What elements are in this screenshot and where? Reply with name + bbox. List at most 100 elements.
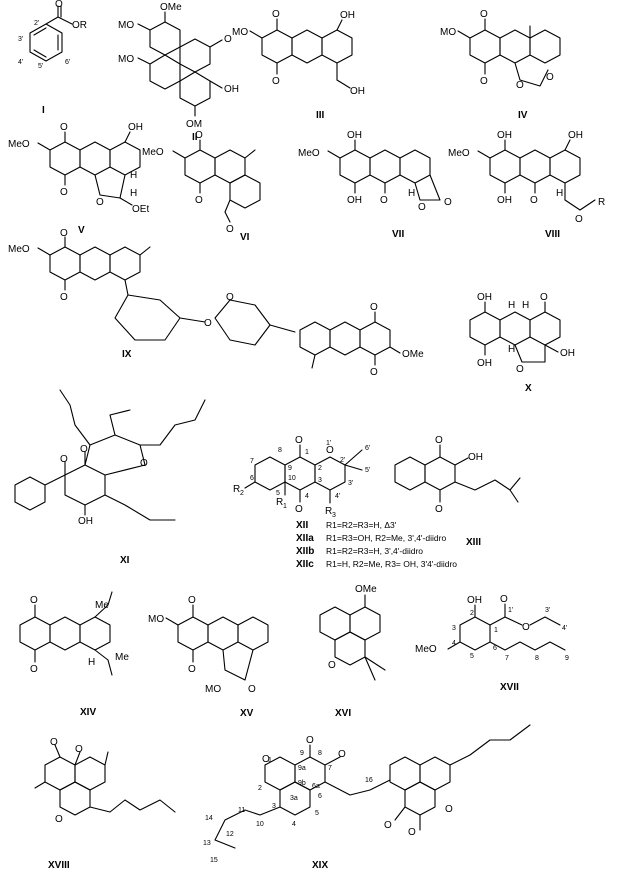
carbonyl-o: O [60, 228, 68, 239]
locant: 4 [292, 821, 296, 828]
carbonyl-o: O [60, 122, 68, 133]
compound-label: XI [120, 555, 130, 566]
compound-X: OH H H O OH O OH H X [469, 292, 575, 394]
compound-VII: OH MeO OH O H O O VII [298, 130, 452, 240]
locant: 3 [272, 803, 276, 810]
carbonyl-o: O [188, 664, 196, 675]
ring-o: O [226, 292, 234, 303]
compound-VI: O O MeO O VI [142, 130, 261, 243]
locant: 6' [365, 445, 370, 452]
locant: 13 [203, 840, 211, 847]
locant: 12 [226, 831, 234, 838]
compound-XV: O O MO MO O XV [148, 595, 269, 719]
carbonyl-o: O [60, 292, 68, 303]
compound-II: OMe MO MO O OH OM II [118, 2, 239, 143]
locant: 3 [318, 477, 322, 484]
carbonyl-o: O [444, 197, 452, 208]
locant: 8 [318, 750, 322, 757]
oet-group: OEt [132, 204, 149, 215]
ring-o: O [328, 660, 336, 671]
locant: 9a [298, 765, 306, 772]
compound-XIII: O O OH XIII [394, 435, 521, 548]
carbonyl-o: O [380, 195, 388, 206]
locant: 4' [18, 59, 23, 66]
carbonyl-o: O [272, 76, 280, 87]
compound-label: VIII [545, 229, 560, 240]
compound-label: VI [240, 232, 250, 243]
locant: 3' [545, 607, 550, 614]
carbonyl-o: O [384, 820, 392, 831]
locant: 11 [238, 807, 245, 814]
meo-group: MeO [298, 148, 320, 159]
compound-label: V [78, 225, 85, 236]
carbonyl-o: O [370, 367, 378, 378]
h-atom: H [130, 170, 137, 181]
ring-o: O [546, 72, 554, 83]
meo-group: MeO [448, 148, 470, 159]
compound-XVIII: O O O XVIII [34, 737, 176, 871]
ring-o: O [418, 202, 426, 213]
locant: 7 [505, 655, 509, 662]
carbonyl-o: O [500, 594, 508, 605]
h-atom: H [130, 188, 137, 199]
locant: 9b [298, 780, 306, 787]
compound-label: I [42, 105, 45, 116]
ring-o: O [96, 197, 104, 208]
locant: 10 [256, 821, 264, 828]
compound-XVI: OMe O XVI [319, 584, 386, 719]
locant: 1' [326, 440, 331, 447]
compound-label: XVIII [48, 860, 70, 871]
ring-o: O [55, 814, 63, 825]
h-atom: H [508, 344, 515, 355]
legend-text: R1=R3=OH, R2=Me, 3',4'-diidro [326, 533, 446, 543]
carbonyl-o: O [480, 9, 488, 20]
oh-group: OH [568, 130, 583, 141]
compound-label: XV [240, 708, 254, 719]
compound-label: XIX [312, 860, 328, 871]
meo-group: MeO [415, 644, 437, 655]
oh-group: OH [477, 358, 492, 369]
locant: 7 [328, 765, 332, 772]
carbonyl-o: O [60, 187, 68, 198]
om-group: OM [186, 119, 202, 130]
compound-label: IX [122, 349, 132, 360]
carbonyl-o: O [195, 195, 203, 206]
mo-group: MO [118, 20, 134, 31]
compound-label: VII [392, 229, 404, 240]
oh-group: OH [467, 595, 482, 606]
locant: 5' [365, 467, 370, 474]
locant: 1' [508, 607, 513, 614]
r3-subscript: 3 [332, 512, 336, 519]
compound-label: XIII [466, 537, 481, 548]
carbonyl-o: O [530, 195, 538, 206]
compound-label: XVII [500, 682, 519, 693]
oh-group: OH [340, 10, 355, 21]
carbonyl-o: O [195, 130, 203, 141]
locant: 9 [300, 750, 304, 757]
compound-XVII: OH O O MeO 1' 3' 4' 1 2 3 4 5 6 7 8 9 XV… [415, 594, 569, 693]
carbonyl-o: O [540, 292, 548, 303]
ring-o: O [326, 445, 334, 456]
compound-XII: O O O 1' 2' 6' 5' 3' 4' 8 7 6 5 10 9 1 2… [233, 435, 370, 519]
locant: 1 [494, 627, 498, 634]
ring-o: O [516, 364, 524, 375]
carbonyl-o: O [224, 34, 232, 45]
legend-label: XIIb [296, 546, 314, 557]
locant: 10 [288, 475, 296, 482]
oh-group: OH [224, 84, 239, 95]
carbonyl-o: O [408, 827, 416, 838]
carbonyl-o: O [295, 435, 303, 446]
carbonyl-o: O [30, 664, 38, 675]
compound-IV: O O MO O O IV [440, 9, 561, 121]
me-group: Me [115, 652, 129, 663]
compound-IX: O O MeO O O O O OMe IX [8, 228, 424, 378]
locant: 2' [34, 20, 39, 27]
carbonyl-o: O [435, 435, 443, 446]
legend-text: R1=R2=R3=H, Δ3' [326, 520, 397, 530]
mo-group: MO [440, 27, 456, 38]
locant: 8 [278, 447, 282, 454]
locant: 6' [65, 59, 70, 66]
carbonyl-o: O [75, 744, 83, 755]
locant: 5' [38, 63, 43, 70]
